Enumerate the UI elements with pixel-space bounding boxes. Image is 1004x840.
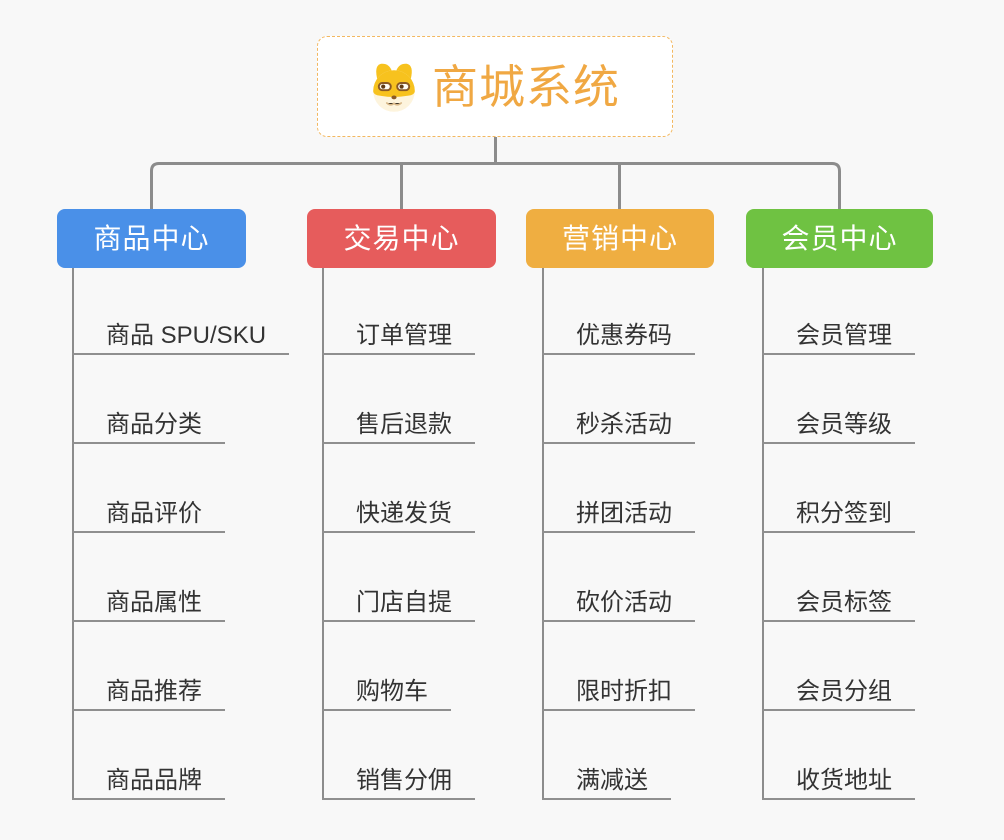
branch-node-marketing-center[interactable]: 营销中心	[526, 209, 714, 268]
leaf-node[interactable]: 收货地址	[762, 769, 915, 800]
branch-node-label: 交易中心	[343, 222, 460, 254]
leaf-node[interactable]: 满减送	[542, 769, 671, 800]
leaf-node[interactable]: 门店自提	[322, 591, 475, 622]
leaf-node[interactable]: 会员等级	[762, 413, 915, 444]
leaf-node[interactable]: 会员管理	[762, 324, 915, 355]
leaf-node[interactable]: 会员分组	[762, 680, 915, 711]
leaf-node[interactable]: 销售分佣	[322, 769, 475, 800]
leaf-node[interactable]: 商品属性	[72, 591, 225, 622]
leaf-node[interactable]: 积分签到	[762, 502, 915, 533]
leaf-node[interactable]: 商品品牌	[72, 769, 225, 800]
branch-node-member-center[interactable]: 会员中心	[746, 209, 933, 268]
leaf-node[interactable]: 拼团活动	[542, 502, 695, 533]
leaf-node[interactable]: 商品分类	[72, 413, 225, 444]
root-node-label: 商城系统	[432, 60, 620, 113]
leaf-node[interactable]: 砍价活动	[542, 591, 695, 622]
leaf-node[interactable]: 限时折扣	[542, 680, 695, 711]
leaf-node[interactable]: 售后退款	[322, 413, 475, 444]
branch-node-label: 商品中心	[93, 222, 210, 254]
leaf-node[interactable]: 秒杀活动	[542, 413, 695, 444]
root-node[interactable]: 商城系统	[317, 36, 673, 137]
leaf-node[interactable]: 优惠券码	[542, 324, 695, 355]
branch-node-label: 会员中心	[781, 222, 898, 254]
leaf-node[interactable]: 购物车	[322, 680, 451, 711]
branch-node-label: 营销中心	[561, 222, 678, 254]
leaf-node[interactable]: 商品评价	[72, 502, 225, 533]
doge-icon	[373, 63, 415, 112]
leaf-node[interactable]: 商品推荐	[72, 680, 225, 711]
branch-node-product-center[interactable]: 商品中心	[57, 209, 246, 268]
branch-node-trade-center[interactable]: 交易中心	[307, 209, 496, 268]
leaf-node[interactable]: 商品 SPU/SKU	[72, 324, 290, 355]
leaf-node[interactable]: 快递发货	[322, 502, 475, 533]
leaf-node[interactable]: 订单管理	[322, 324, 475, 355]
leaf-node[interactable]: 会员标签	[762, 591, 915, 622]
